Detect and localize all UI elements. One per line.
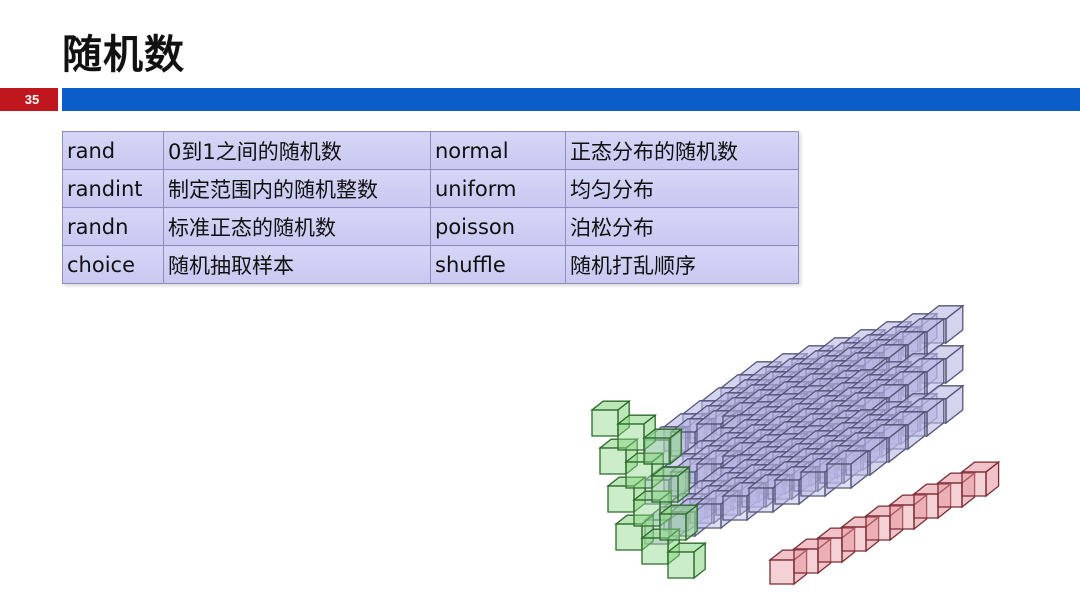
green-cube <box>614 513 656 552</box>
red-cube <box>864 504 905 542</box>
red-cube <box>912 482 953 520</box>
blue-cube <box>773 465 818 506</box>
green-cube <box>666 541 708 580</box>
red-cube <box>888 493 929 531</box>
blue-cube <box>721 481 766 522</box>
green-cube <box>616 413 658 452</box>
function-description-cell: 随机打乱顺序 <box>565 245 799 284</box>
function-description-cell: 随机抽取样本 <box>163 245 431 284</box>
red-cube <box>768 548 809 586</box>
green-cube <box>650 465 692 504</box>
page-number-badge: 35 <box>0 88 58 111</box>
page-number: 35 <box>24 92 40 107</box>
slide-title: 随机数 <box>62 32 185 78</box>
function-name-cell: poisson <box>430 207 566 246</box>
function-name-cell: normal <box>430 131 566 170</box>
red-cube <box>936 471 977 509</box>
blue-cube <box>799 457 844 498</box>
green-cube <box>642 427 684 466</box>
function-description-cell: 制定范围内的随机整数 <box>163 169 431 208</box>
function-description-cell: 正态分布的随机数 <box>565 131 799 170</box>
function-name-cell: randint <box>62 169 164 208</box>
function-name-cell: choice <box>62 245 164 284</box>
function-description-cell: 泊松分布 <box>565 207 799 246</box>
function-name-cell: uniform <box>430 169 566 208</box>
green-cube <box>624 451 666 490</box>
function-description-cell: 标准正态的随机数 <box>163 207 431 246</box>
function-name-cell: rand <box>62 131 164 170</box>
green-cube <box>598 437 640 476</box>
red-cube <box>792 537 833 575</box>
red-cube <box>960 460 1001 498</box>
function-description-cell: 0到1之间的随机数 <box>163 131 431 170</box>
blue-cube <box>825 449 870 490</box>
red-cube <box>816 526 857 564</box>
green-cube <box>658 503 700 542</box>
title-bar <box>62 88 1080 111</box>
red-cube <box>840 515 881 553</box>
function-name-cell: shuffle <box>430 245 566 284</box>
function-name-cell: randn <box>62 207 164 246</box>
